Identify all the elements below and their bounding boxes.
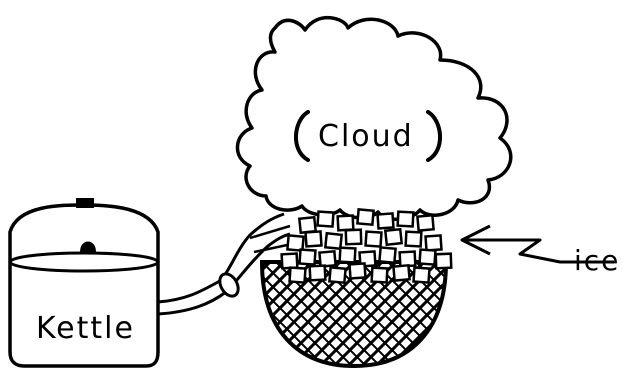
ice-cube xyxy=(338,246,357,264)
kettle: Kettle xyxy=(8,198,160,368)
pipe-joint xyxy=(218,272,240,298)
ice-cube xyxy=(392,263,411,282)
ice-cube xyxy=(328,266,347,285)
ice-cube xyxy=(288,266,307,284)
basket xyxy=(259,260,449,369)
kettle-body xyxy=(8,262,160,368)
ice-cube xyxy=(376,212,395,230)
ice-cube xyxy=(434,252,453,270)
ice-cube xyxy=(280,252,299,270)
ice-cube xyxy=(304,230,323,248)
ice-cube xyxy=(323,231,344,251)
kettle-vent xyxy=(80,241,96,252)
ice-cubes xyxy=(280,208,453,285)
kettle-label: Kettle xyxy=(36,311,135,346)
ice-cube xyxy=(336,214,355,232)
ice-cube xyxy=(418,248,437,266)
ice-cube xyxy=(286,234,305,253)
cloud-label: Cloud xyxy=(318,119,414,154)
ice-cube xyxy=(356,208,375,227)
cloud-label-bracket-right xyxy=(426,110,443,162)
kettle-dome xyxy=(8,203,160,262)
ice-cube xyxy=(404,230,423,248)
ice-cube xyxy=(318,249,337,268)
ice-cube xyxy=(416,213,435,232)
kettle-lid-knob xyxy=(76,198,94,208)
ice-cube xyxy=(378,246,397,265)
ice-cube xyxy=(308,264,327,282)
cloud: Cloud xyxy=(235,16,513,221)
ice-cube xyxy=(396,210,415,228)
ice-cube xyxy=(316,210,335,228)
ice-cube xyxy=(424,234,443,252)
ice-cube xyxy=(398,250,417,268)
steam-pipe xyxy=(157,212,293,316)
ice-cube xyxy=(344,228,363,246)
cloud-label-bracket-left xyxy=(293,110,310,162)
ice-cube xyxy=(298,248,317,266)
ice-cube xyxy=(383,227,404,247)
ice-cube xyxy=(348,262,367,280)
ice-cube xyxy=(370,266,389,284)
ice-cube xyxy=(412,266,431,284)
ice-cube xyxy=(364,230,383,248)
ice-label: ice xyxy=(574,244,620,277)
ice-cube xyxy=(297,215,318,235)
ice-pointer-arrow xyxy=(460,224,614,264)
kettle-water-surface xyxy=(8,251,160,273)
